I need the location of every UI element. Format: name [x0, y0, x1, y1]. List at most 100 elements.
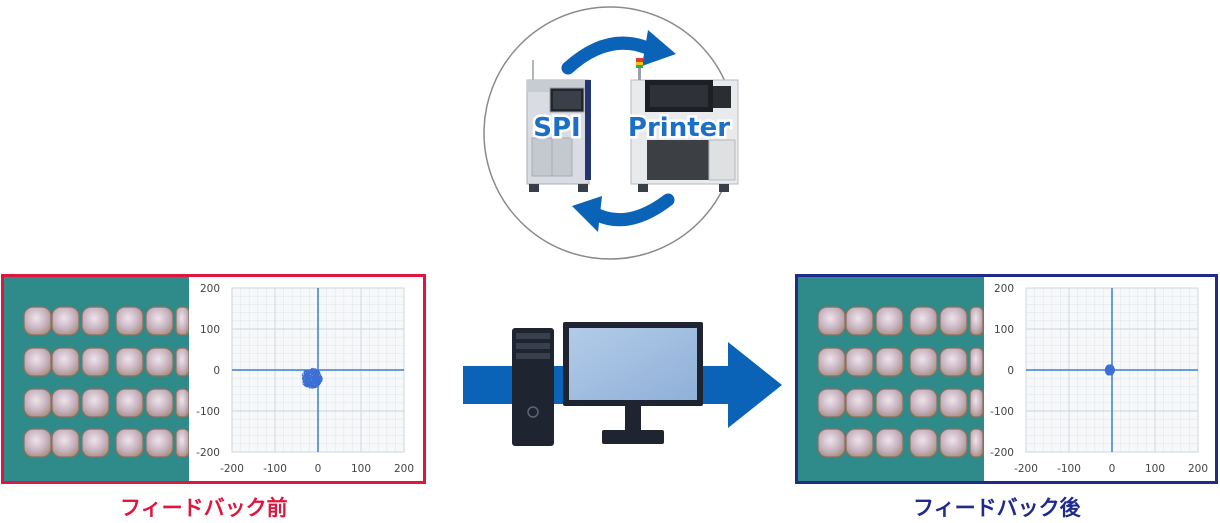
solder-pad — [909, 388, 938, 418]
scatter-point — [306, 371, 310, 376]
scatter-point — [317, 372, 321, 377]
solder-pad — [845, 428, 874, 458]
scatter-point — [307, 375, 311, 379]
y-tick-label: -200 — [196, 447, 220, 459]
solder-pad — [969, 306, 984, 336]
solder-pad — [115, 388, 144, 418]
solder-pad — [969, 347, 984, 377]
scatter-plot: 200 100 0 -100 -200-200 -100 0 100 200 — [984, 277, 1215, 481]
computer-icon — [512, 322, 703, 446]
solder-pad — [909, 428, 938, 458]
y-tick-label: 200 — [200, 283, 220, 295]
solder-pad — [145, 388, 174, 418]
solder-pad — [23, 388, 52, 418]
scatter-point — [1108, 371, 1113, 376]
scatter-point — [303, 370, 308, 374]
solder-pad — [939, 388, 968, 418]
scatter-points — [1104, 364, 1116, 376]
solder-pad — [845, 347, 874, 377]
y-tick-label: -200 — [990, 447, 1014, 459]
x-tick-label: 0 — [315, 463, 322, 475]
solder-pad — [115, 347, 144, 377]
panel-before-frame — [1, 274, 426, 484]
x-tick-label: -100 — [263, 463, 287, 475]
solder-pad — [81, 347, 110, 377]
x-tick-label: 200 — [1188, 463, 1208, 475]
caption-after: フィードバック後 — [913, 496, 1081, 520]
solder-pad — [969, 388, 984, 418]
scatter-point — [318, 378, 323, 383]
solder-pad — [817, 306, 846, 336]
solder-pad — [51, 306, 80, 336]
solder-pad — [939, 428, 968, 458]
scatter-point — [305, 382, 310, 387]
scatter-point — [303, 374, 308, 378]
y-tick-label: 100 — [200, 324, 220, 336]
x-tick-label: -100 — [1057, 463, 1081, 475]
cycle-diagram: SPI Printer — [483, 6, 739, 260]
panel-after: 200 100 0 -100 -200-200 -100 0 100 200 — [798, 277, 1215, 481]
cycle-arrow-top — [561, 36, 659, 75]
solder-pad — [969, 428, 984, 458]
solder-pad — [875, 347, 904, 377]
solder-pad — [875, 388, 904, 418]
spi-label: SPI — [533, 113, 580, 143]
scatter-point — [308, 384, 313, 389]
scatter-point — [315, 369, 319, 373]
solder-pad — [115, 306, 144, 336]
scatter-points — [301, 367, 323, 389]
solder-pad — [145, 306, 174, 336]
solder-pad — [23, 306, 52, 336]
solder-pad — [817, 347, 846, 377]
printer-label: Printer — [628, 113, 730, 143]
solder-pad — [939, 347, 968, 377]
solder-pad — [875, 428, 904, 458]
cycle-arrow-top-head — [642, 30, 676, 66]
x-tick-label: 100 — [1145, 463, 1165, 475]
y-tick-label: 0 — [213, 365, 220, 377]
solder-pad — [875, 306, 904, 336]
solder-pad — [23, 347, 52, 377]
printer-machine-icon — [630, 58, 739, 192]
solder-pad — [845, 306, 874, 336]
panel-after-frame — [795, 274, 1218, 484]
solder-pad — [909, 347, 938, 377]
scatter-point — [1109, 367, 1113, 371]
solder-pad — [939, 306, 968, 336]
solder-pad — [51, 428, 80, 458]
y-tick-label: -100 — [990, 406, 1014, 418]
solder-pad — [81, 388, 110, 418]
solder-board-image — [4, 277, 190, 481]
scatter-point — [312, 376, 316, 381]
solder-pad — [23, 428, 52, 458]
scatter-point — [315, 383, 319, 388]
x-tick-label: 100 — [351, 463, 371, 475]
scatter-point — [316, 380, 320, 384]
solder-pad — [115, 428, 144, 458]
solder-pad — [909, 306, 938, 336]
scatter-point — [302, 379, 306, 384]
cycle-arrow-bottom-head — [572, 196, 602, 232]
caption-before: フィードバック前 — [120, 496, 288, 520]
y-tick-label: 200 — [994, 283, 1014, 295]
x-tick-label: -200 — [220, 463, 244, 475]
solder-pad — [817, 388, 846, 418]
solder-pad — [145, 347, 174, 377]
x-tick-label: -200 — [1014, 463, 1038, 475]
solder-pad — [51, 347, 80, 377]
solder-board-image — [798, 277, 984, 481]
solder-pad — [81, 428, 110, 458]
solder-pad — [845, 388, 874, 418]
spi-machine-icon — [526, 60, 591, 192]
scatter-point — [310, 376, 315, 380]
monitor-screen — [569, 328, 697, 400]
y-tick-label: 0 — [1007, 365, 1014, 377]
solder-pad — [51, 388, 80, 418]
x-tick-label: 0 — [1109, 463, 1116, 475]
scatter-point — [1105, 368, 1109, 372]
scatter-point — [315, 376, 320, 381]
y-tick-label: 100 — [994, 324, 1014, 336]
y-tick-label: -100 — [196, 406, 220, 418]
